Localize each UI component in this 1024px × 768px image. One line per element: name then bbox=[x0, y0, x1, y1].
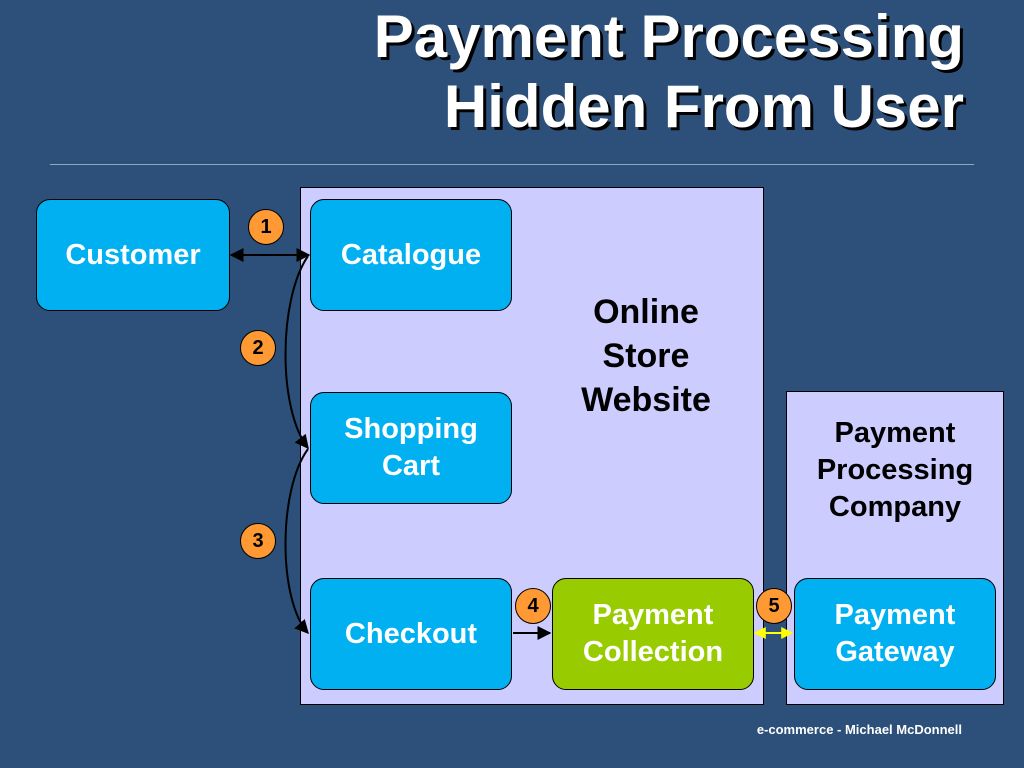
payment-company-label-line-3: Company bbox=[828, 491, 962, 523]
slide-title: Payment Processing Hidden From User bbox=[64, 2, 964, 142]
step-badge-3: 3 bbox=[240, 523, 276, 559]
payment-gateway-node: Payment Gateway bbox=[794, 578, 996, 690]
catalogue-node-label: Catalogue bbox=[340, 238, 482, 271]
checkout-node-label: Checkout bbox=[344, 617, 478, 650]
payment-gateway-node-label-line-1: Payment bbox=[834, 599, 956, 631]
payment-collection-node-label-line-2: Collection bbox=[582, 636, 724, 668]
payment-gateway-node-label-line-2: Gateway bbox=[835, 636, 955, 668]
payment-company-label-line-1: Payment bbox=[834, 417, 956, 449]
shopping-cart-node-label-line-1: Shopping bbox=[344, 413, 478, 445]
online-store-label: Online Store Website bbox=[546, 290, 746, 422]
catalogue-node: Catalogue bbox=[310, 199, 512, 311]
payment-collection-node: Payment Collection bbox=[552, 578, 754, 690]
slide-title-line-2: Hidden From User bbox=[443, 73, 964, 140]
footer-credit: e-commerce - Michael McDonnell bbox=[756, 722, 962, 737]
title-divider bbox=[50, 164, 974, 165]
link-shopping-cart-checkout bbox=[284, 448, 309, 635]
step-badge-1: 1 bbox=[248, 209, 284, 245]
online-store-label-line-3: Website bbox=[581, 381, 711, 419]
online-store-label-line-2: Store bbox=[602, 337, 690, 375]
customer-node-label: Customer bbox=[65, 238, 201, 271]
payment-collection-node-label-line-1: Payment bbox=[592, 599, 714, 631]
step-badge-2: 2 bbox=[240, 330, 276, 366]
step-badge-4: 4 bbox=[515, 588, 551, 624]
shopping-cart-node: Shopping Cart bbox=[310, 392, 512, 504]
slide-title-line-1: Payment Processing bbox=[373, 3, 964, 70]
customer-node: Customer bbox=[36, 199, 230, 311]
payment-company-label-line-2: Processing bbox=[816, 454, 974, 486]
link-catalogue-shopping-cart bbox=[284, 255, 309, 450]
shopping-cart-node-label-line-2: Cart bbox=[381, 450, 440, 482]
online-store-label-line-1: Online bbox=[593, 293, 699, 331]
step-badge-5: 5 bbox=[756, 588, 792, 624]
payment-company-label: Payment Processing Company bbox=[786, 415, 1004, 526]
checkout-node: Checkout bbox=[310, 578, 512, 690]
